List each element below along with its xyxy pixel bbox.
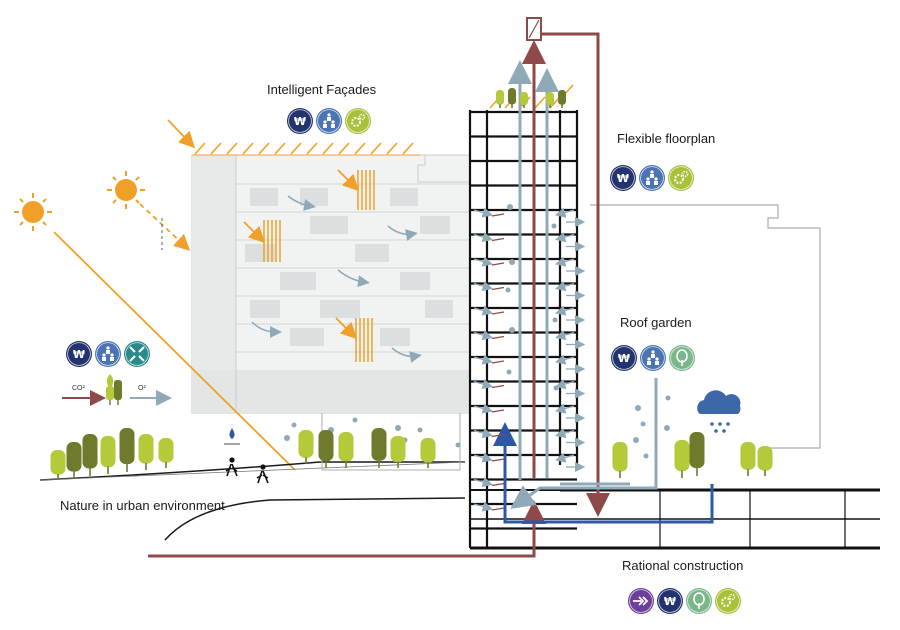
gear-icon	[345, 108, 371, 134]
svg-text:₩: ₩	[618, 352, 630, 365]
tree-icon	[420, 438, 436, 468]
sun-icon	[14, 193, 52, 231]
tree-icon	[100, 436, 116, 474]
community-icon	[639, 165, 665, 191]
won-icon: ₩	[287, 108, 313, 134]
core-flows	[148, 32, 714, 558]
icon-group-roof-garden: ₩	[611, 345, 695, 371]
ground-lines	[39, 461, 466, 541]
pedestrian-icon	[256, 464, 269, 484]
icon-group-nature-urban: ₩	[66, 341, 150, 367]
svg-text:₩: ₩	[664, 595, 676, 608]
sun-icon	[107, 171, 145, 209]
tree-icon	[106, 374, 122, 405]
tree-icon	[740, 442, 756, 476]
rain-cloud-icon	[697, 390, 741, 433]
tree-icon	[508, 88, 516, 108]
roof-shading-hatch	[192, 142, 420, 156]
tree-icon	[686, 588, 712, 614]
tree-icon	[338, 432, 354, 468]
gear-icon	[668, 165, 694, 191]
icon-group-flexible-floorplan: ₩	[610, 165, 694, 191]
tree-icon	[674, 440, 690, 478]
tree-icon	[119, 428, 135, 472]
floor-airflow-arrows	[473, 207, 586, 512]
tree-icon	[520, 92, 528, 108]
label-roof-garden: Roof garden	[620, 315, 692, 330]
tree-icon	[689, 432, 705, 476]
gear-icon	[715, 588, 741, 614]
mid-rise-building	[191, 154, 471, 414]
co2-o2-exchange: CO² O²	[62, 374, 172, 406]
o2-label: O²	[138, 385, 146, 392]
tree-icon	[546, 92, 554, 108]
svg-text:₩: ₩	[294, 115, 306, 128]
svg-text:₩: ₩	[73, 348, 85, 361]
sun-ray-arrows	[243, 169, 360, 340]
tree-icon	[298, 430, 314, 464]
label-flexible-floorplan: Flexible floorplan	[617, 131, 715, 146]
community-icon	[316, 108, 342, 134]
tree-icon	[371, 428, 387, 468]
airflow-arrows	[251, 195, 422, 363]
tree-icon	[50, 450, 66, 480]
won-icon: ₩	[657, 588, 683, 614]
co2-label: CO²	[72, 385, 86, 392]
community-icon	[95, 341, 121, 367]
tree-icon	[669, 345, 695, 371]
won-icon: ₩	[610, 165, 636, 191]
tree-icon	[390, 436, 406, 468]
water-drop-icon	[224, 428, 240, 445]
tree-icon	[496, 90, 504, 108]
won-icon: ₩	[611, 345, 637, 371]
tree-icon	[757, 446, 773, 476]
compress-icon	[124, 341, 150, 367]
tree-icon	[66, 442, 82, 478]
won-icon: ₩	[66, 341, 92, 367]
ground-lines	[39, 461, 466, 481]
community-icon	[640, 345, 666, 371]
label-rational-construction: Rational construction	[622, 558, 743, 573]
label-nature-urban: Nature in urban environment	[60, 498, 225, 513]
tree-icon	[318, 430, 334, 468]
tree-icon	[138, 434, 154, 470]
tree-icon	[612, 442, 628, 478]
fast-forward-icon	[628, 588, 654, 614]
icon-group-intelligent-facades: ₩	[287, 108, 371, 134]
annex-outline	[590, 204, 821, 449]
pedestrian-icon	[225, 457, 238, 477]
icon-group-rational-construction: ₩	[628, 588, 741, 614]
tree-icon	[82, 434, 98, 476]
tree-icon	[558, 90, 566, 108]
tree-icon	[158, 438, 174, 468]
svg-text:₩: ₩	[617, 172, 629, 185]
podium	[470, 488, 880, 550]
icon-groups: ₩ ₩ ₩ ₩ ₩	[66, 108, 741, 614]
trees	[50, 88, 773, 480]
label-intelligent-facades: Intelligent Façades	[267, 82, 377, 97]
